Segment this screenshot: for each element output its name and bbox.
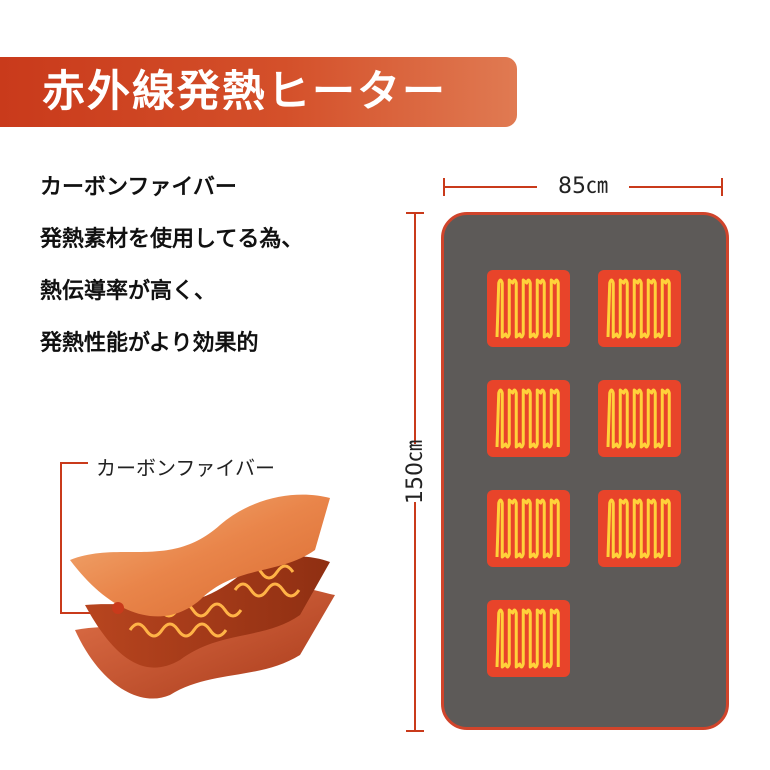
coil-icon — [606, 498, 671, 559]
callout-line — [58, 460, 118, 620]
description: カーボンファイバー 発熱素材を使用してる為、 熱伝導率が高く、 発熱性能がより効… — [40, 162, 410, 370]
description-line: 発熱性能がより効果的 — [40, 331, 259, 356]
height-label: 150㎝ — [403, 440, 428, 504]
callout-dot-icon — [112, 602, 124, 614]
heating-pad — [598, 270, 681, 347]
coil-path — [606, 498, 671, 559]
description-line: 熱伝導率が高く、 — [40, 279, 217, 304]
coil-path — [495, 498, 560, 559]
description-line: 発熱素材を使用してる為、 — [40, 227, 304, 252]
page-title: 赤外線発熱ヒーター — [42, 67, 447, 117]
coil-path — [606, 388, 671, 449]
coil-icon — [606, 278, 671, 339]
heater-mat — [441, 212, 729, 730]
heating-pad — [487, 270, 570, 347]
dimension-line — [629, 186, 723, 188]
description-line: カーボンファイバー — [40, 175, 237, 200]
coil-path — [495, 608, 560, 669]
carbon-fiber-layer — [70, 494, 330, 617]
title-banner: 赤外線発熱ヒーター — [0, 57, 517, 127]
width-label: 85㎝ — [558, 174, 608, 199]
heating-pad — [487, 380, 570, 457]
width-dimension: 85㎝ — [443, 172, 723, 202]
dimension-line — [414, 212, 416, 444]
coil-icon — [495, 498, 560, 559]
heating-pad — [487, 490, 570, 567]
dimension-line — [414, 502, 416, 732]
heating-pad — [487, 600, 570, 677]
coil-icon — [495, 388, 560, 449]
layers-label: カーボンファイバー — [96, 456, 275, 480]
dimension-line — [443, 186, 537, 188]
heating-pad — [598, 380, 681, 457]
coil-icon — [495, 278, 560, 339]
coil-path — [495, 388, 560, 449]
dimension-tick — [721, 178, 723, 196]
coil-icon — [495, 608, 560, 669]
dimension-tick — [406, 730, 424, 732]
heating-pad — [598, 490, 681, 567]
coil-path — [495, 278, 560, 339]
coil-path — [606, 278, 671, 339]
coil-icon — [606, 388, 671, 449]
carbon-fiber-layers-illustration — [70, 494, 335, 699]
height-dimension: 150㎝ — [396, 212, 436, 732]
